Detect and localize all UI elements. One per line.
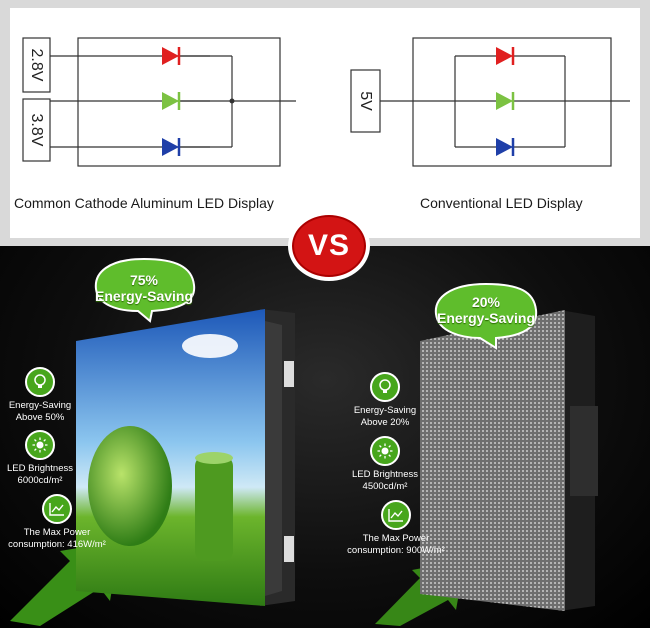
feature-line: LED Brightness	[351, 469, 418, 480]
right-caption: Conventional LED Display	[420, 195, 583, 211]
voltage-label-2v8: 2.8V	[28, 49, 45, 82]
feature-line: The Max Power	[23, 527, 91, 538]
sun-icon	[25, 430, 55, 460]
feature-brightness-left: LED Brightness 6000cd/m²	[0, 430, 85, 487]
left-diode-blue	[162, 138, 179, 156]
right-diode-green	[496, 92, 513, 110]
circuit-diagram: 2.8V 3.8V 5V	[22, 37, 630, 167]
feature-line: Above 20%	[360, 417, 410, 428]
bubble-percent-20: 20%	[471, 294, 501, 310]
left-diode-red	[162, 47, 179, 65]
voltage-box-3v8	[22, 98, 51, 162]
lightbulb-icon	[25, 367, 55, 397]
left-circuit-frame	[77, 37, 281, 167]
product-comparison-panel: 75% Energy-Saving 20% Energy-Saving Ener…	[0, 246, 650, 628]
feature-line: Above 50%	[15, 412, 65, 423]
bubble-label-20: Energy-Saving	[436, 310, 536, 326]
voltage-box-5v	[350, 69, 381, 133]
right-diode-red	[496, 47, 513, 65]
feature-power-right: The Max Power consumption: 900W/m²	[346, 500, 446, 557]
feature-line: consumption: 900W/m²	[347, 545, 445, 556]
feature-brightness-right: LED Brightness 4500cd/m²	[340, 436, 430, 493]
right-diode-blue	[496, 138, 513, 156]
voltage-box-2v8	[22, 37, 51, 93]
feature-line: LED Brightness	[6, 463, 73, 474]
aluminum-led-cabinet	[76, 309, 295, 606]
bubble-percent-75: 75%	[129, 272, 159, 288]
right-circuit-frame	[412, 37, 612, 167]
feature-line: 6000cd/m²	[17, 475, 63, 486]
voltage-label-3v8: 3.8V	[28, 114, 45, 147]
chart-icon	[42, 494, 72, 524]
feature-line: Energy-Saving	[8, 400, 72, 411]
feature-line: The Max Power	[362, 533, 430, 544]
voltage-label-5v: 5V	[357, 91, 374, 111]
left-caption: Common Cathode Aluminum LED Display	[14, 195, 274, 211]
chart-icon	[381, 500, 411, 530]
feature-energy-saving-left: Energy-Saving Above 50%	[0, 367, 85, 424]
vs-badge: VS	[288, 211, 370, 281]
circuit-diagram-area: 2.8V 3.8V 5V Common Cathode Aluminum LED…	[10, 8, 640, 238]
feature-line: consumption: 416W/m²	[8, 539, 106, 550]
conventional-led-cabinet	[420, 310, 598, 611]
lightbulb-icon	[370, 372, 400, 402]
left-diode-green	[162, 92, 179, 110]
feature-line: Energy-Saving	[353, 405, 417, 416]
sun-icon	[370, 436, 400, 466]
feature-line: 4500cd/m²	[362, 481, 408, 492]
circuit-comparison-panel: 2.8V 3.8V 5V Common Cathode Aluminum LED…	[0, 0, 650, 246]
diode-group	[162, 47, 515, 156]
feature-power-left: The Max Power consumption: 416W/m²	[7, 494, 107, 551]
feature-energy-saving-right: Energy-Saving Above 20%	[340, 372, 430, 429]
vs-label: VS	[307, 229, 351, 262]
energy-saving-bubble-20: 20% Energy-Saving	[430, 280, 542, 350]
bubble-label-75: Energy-Saving	[94, 288, 194, 304]
energy-saving-bubble-75: 75% Energy-Saving	[88, 255, 200, 323]
